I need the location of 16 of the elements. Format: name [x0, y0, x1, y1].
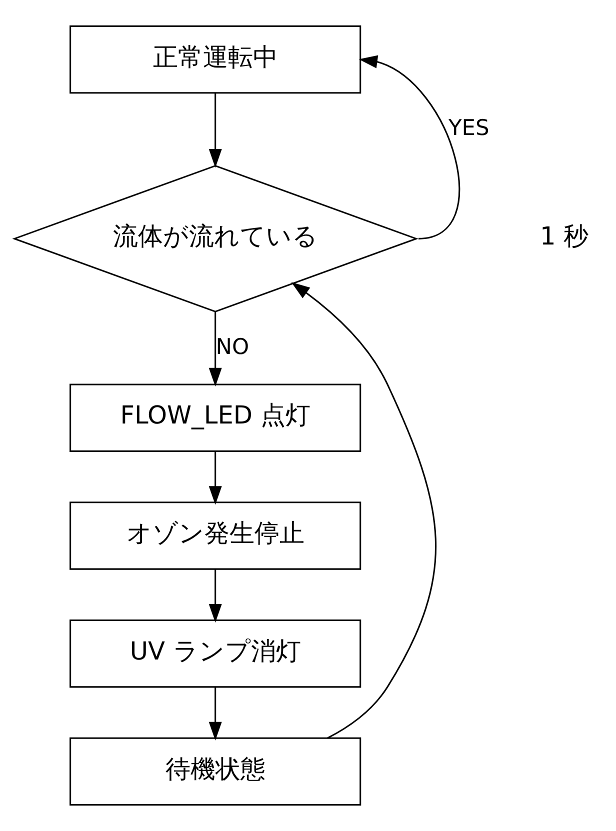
- edge-label: NO: [216, 334, 250, 360]
- edge-label: YES: [448, 116, 490, 142]
- label: 1 秒: [540, 222, 589, 251]
- node-box: 正常運転中: [70, 25, 362, 94]
- node-box: オゾン発生停止: [70, 502, 362, 570]
- arrow: [291, 282, 436, 739]
- node-box: UV ランプ消灯: [70, 619, 362, 688]
- node-diamond: 流体が流れている: [12, 164, 418, 312]
- arrow: [208, 569, 222, 623]
- arrow: [208, 687, 222, 740]
- node-box: FLOW_LED 点灯: [70, 384, 362, 452]
- arrow: [208, 451, 222, 505]
- arrow: [208, 312, 222, 387]
- arrow: [208, 92, 222, 168]
- node-box: 待機状態: [70, 737, 362, 806]
- arrow: [358, 55, 460, 240]
